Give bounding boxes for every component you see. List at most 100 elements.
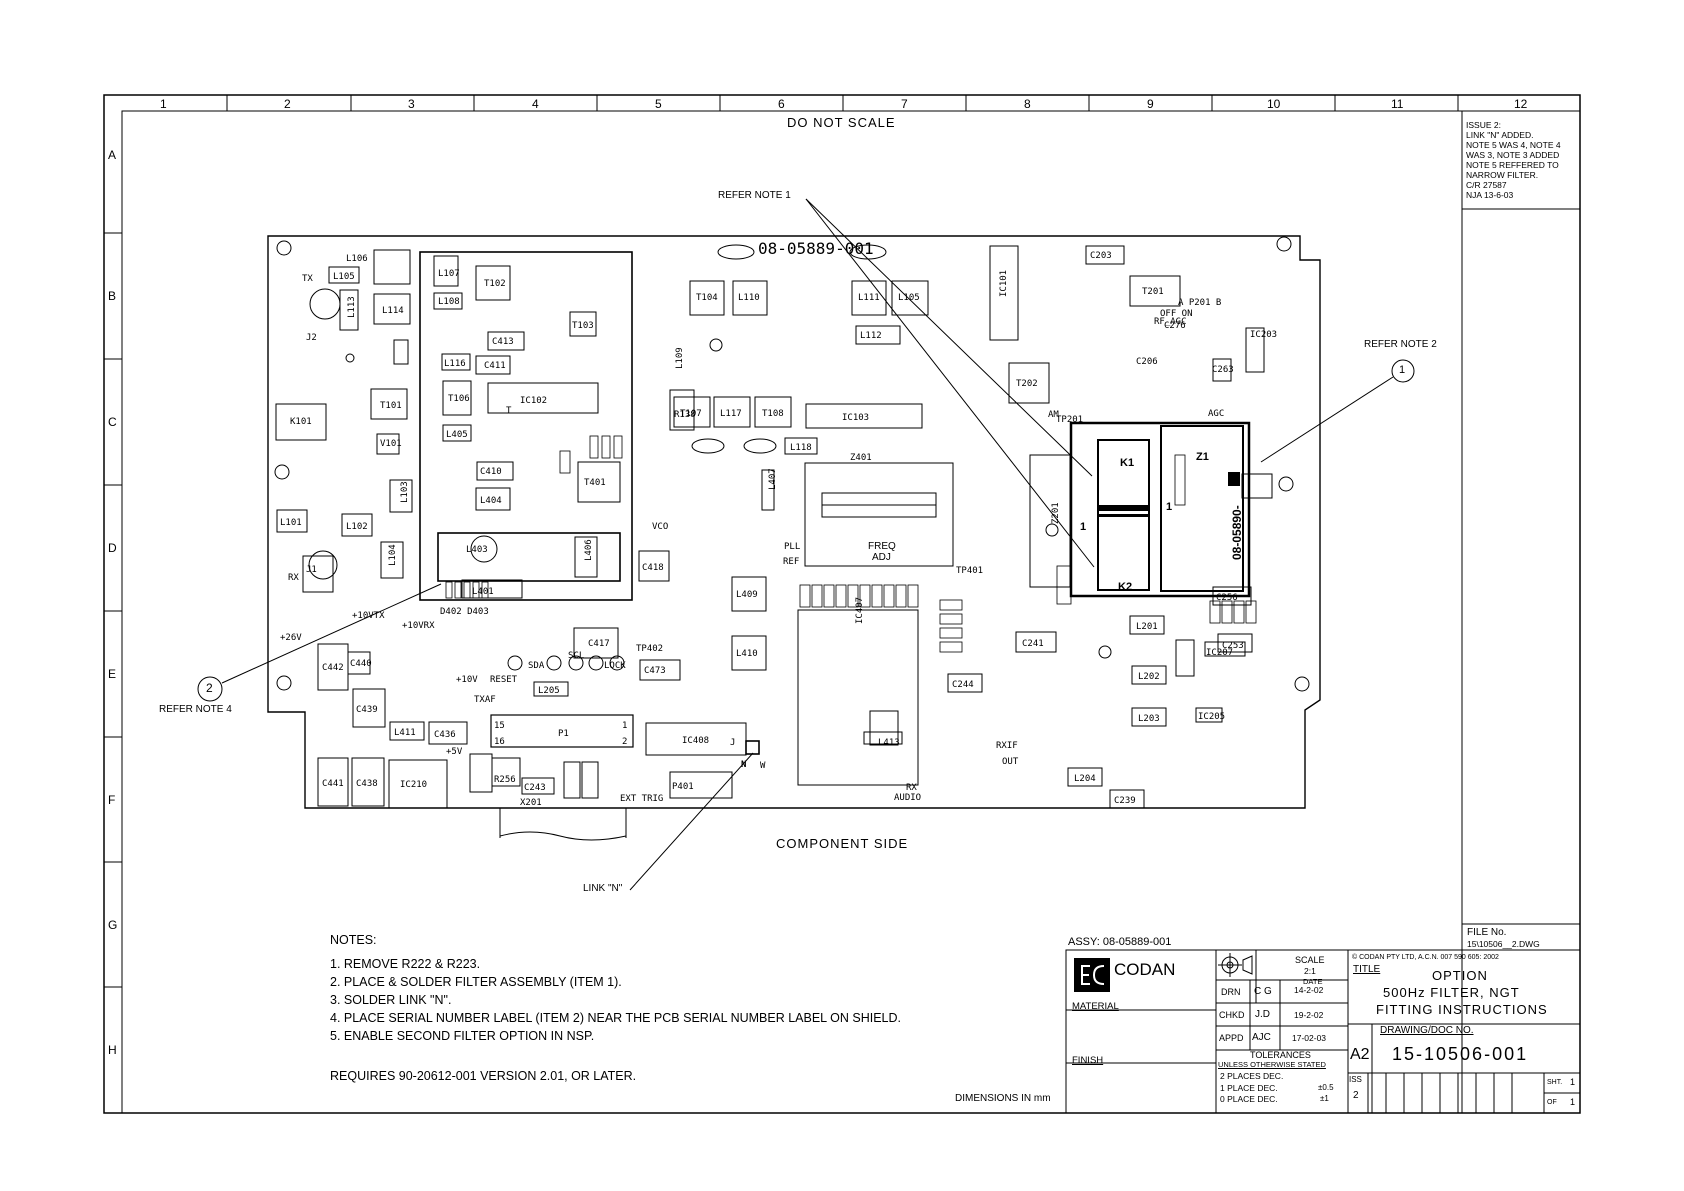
- svg-text:TP402: TP402: [636, 644, 663, 654]
- svg-text:C206: C206: [1136, 357, 1158, 367]
- svg-text:+10V: +10V: [456, 675, 478, 685]
- company-name: CODAN: [1114, 960, 1176, 979]
- sheet-value: 1: [1570, 1077, 1576, 1087]
- svg-text:C243: C243: [524, 783, 546, 793]
- grid-row-D: D: [108, 541, 117, 555]
- issue-line: LINK "N" ADDED.: [1466, 130, 1534, 140]
- material-label: MATERIAL: [1072, 1001, 1119, 1012]
- svg-text:1: 1: [1166, 501, 1172, 513]
- issue-line: NOTE 5 WAS 4, NOTE 4: [1466, 140, 1561, 150]
- svg-text:L201: L201: [1136, 622, 1158, 632]
- note-item: 2. PLACE & SOLDER FILTER ASSEMBLY (ITEM …: [330, 975, 622, 989]
- refer-note-4-label: REFER NOTE 4: [159, 704, 232, 715]
- svg-text:L203: L203: [1138, 714, 1160, 724]
- svg-text:C256: C256: [1216, 593, 1238, 603]
- do-not-scale-note: DO NOT SCALE: [787, 115, 896, 130]
- title-line-3: FITTING INSTRUCTIONS: [1376, 1002, 1548, 1017]
- chkd-date: 19-2-02: [1294, 1010, 1324, 1020]
- svg-text:C440: C440: [350, 659, 372, 669]
- svg-text:REF: REF: [783, 557, 799, 567]
- sheet-size: A2: [1350, 1046, 1370, 1063]
- svg-text:IC408: IC408: [682, 736, 709, 746]
- svg-text:AGC: AGC: [1208, 409, 1224, 419]
- grid-col-5: 5: [655, 97, 662, 111]
- svg-text:C241: C241: [1022, 639, 1044, 649]
- grid-col-2: 2: [284, 97, 291, 111]
- title-label: TITLE: [1353, 964, 1381, 975]
- svg-text:L117: L117: [720, 409, 742, 419]
- svg-text:T106: T106: [448, 394, 470, 404]
- tol-row-label: 0 PLACE DEC.: [1220, 1094, 1278, 1104]
- note-item: 5. ENABLE SECOND FILTER OPTION IN NSP.: [330, 1029, 595, 1043]
- grid-row-F: F: [108, 793, 116, 807]
- note-item: 1. REMOVE R222 & R223.: [330, 957, 481, 971]
- svg-text:C203: C203: [1090, 251, 1112, 261]
- svg-text:1: 1: [622, 721, 627, 731]
- drn-name: C G: [1254, 986, 1272, 997]
- svg-text:L105: L105: [898, 293, 920, 303]
- svg-text:L405: L405: [446, 430, 468, 440]
- date-label: DATE: [1303, 977, 1323, 986]
- svg-text:+26V: +26V: [280, 633, 302, 643]
- svg-text:L110: L110: [738, 293, 760, 303]
- svg-text:L114: L114: [382, 306, 404, 316]
- svg-text:C438: C438: [356, 779, 378, 789]
- appd-label: APPD: [1219, 1033, 1244, 1043]
- svg-text:AM: AM: [1048, 410, 1059, 420]
- svg-text:C276: C276: [1164, 321, 1186, 331]
- grid-col-10: 10: [1267, 97, 1281, 111]
- chkd-name: J.D: [1255, 1009, 1270, 1020]
- svg-text:IC205: IC205: [1198, 712, 1225, 722]
- file-no-label: FILE No.: [1467, 927, 1507, 938]
- svg-text:TP401: TP401: [956, 566, 983, 576]
- svg-text:T102: T102: [484, 279, 506, 289]
- svg-text:K1: K1: [1120, 457, 1134, 469]
- svg-text:+10VTX: +10VTX: [352, 611, 385, 621]
- svg-text:FREQ: FREQ: [868, 541, 896, 552]
- grid-row-E: E: [108, 667, 117, 681]
- callout-bubble-1: 1: [1399, 364, 1406, 376]
- svg-text:C473: C473: [644, 666, 666, 676]
- svg-text:C410: C410: [480, 467, 502, 477]
- svg-text:1: 1: [1080, 521, 1086, 533]
- svg-text:RF_AGC: RF_AGC: [1154, 317, 1187, 327]
- tol-row-label: 1 PLACE DEC.: [1220, 1083, 1278, 1093]
- svg-text:T: T: [506, 406, 512, 416]
- svg-text:D402 D403: D402 D403: [440, 607, 489, 617]
- svg-text:T104: T104: [696, 293, 718, 303]
- svg-text:RX: RX: [288, 573, 299, 583]
- svg-text:C413: C413: [492, 337, 514, 347]
- svg-text:VCO: VCO: [652, 522, 668, 532]
- chkd-label: CHKD: [1219, 1010, 1245, 1020]
- issue-line: NJA 13-6-03: [1466, 190, 1514, 200]
- svg-text:L112: L112: [860, 331, 882, 341]
- svg-text:L205: L205: [538, 686, 560, 696]
- svg-text:R138: R138: [674, 410, 696, 420]
- svg-text:L411: L411: [394, 728, 416, 738]
- title-line-1: OPTION: [1432, 968, 1488, 983]
- svg-text:J1: J1: [306, 565, 317, 575]
- link-n-label: LINK "N": [583, 883, 623, 894]
- svg-text:L105: L105: [333, 272, 355, 282]
- svg-text:SCL: SCL: [568, 651, 584, 661]
- svg-text:C239: C239: [1114, 796, 1136, 806]
- svg-text:L111: L111: [858, 293, 880, 303]
- svg-text:V101: V101: [380, 439, 402, 449]
- svg-text:L407: L407: [768, 468, 778, 490]
- svg-text:C436: C436: [434, 730, 456, 740]
- appd-name: AJC: [1252, 1032, 1271, 1043]
- svg-text:N: N: [741, 760, 746, 770]
- grid-col-1: 1: [160, 97, 167, 111]
- svg-text:TX: TX: [302, 274, 313, 284]
- notes-heading: NOTES:: [330, 933, 377, 947]
- of-label: OF: [1547, 1099, 1557, 1106]
- svg-text:Z401: Z401: [850, 453, 872, 463]
- callout-bubble-2: 2: [206, 681, 213, 695]
- title-line-2: 500Hz FILTER, NGT: [1383, 985, 1520, 1000]
- grid-col-12: 12: [1514, 97, 1528, 111]
- svg-text:J2: J2: [306, 333, 317, 343]
- svg-text:OUT: OUT: [1002, 757, 1019, 767]
- assy-label: ASSY: 08-05889-001: [1068, 936, 1172, 948]
- of-value: 1: [1570, 1097, 1576, 1107]
